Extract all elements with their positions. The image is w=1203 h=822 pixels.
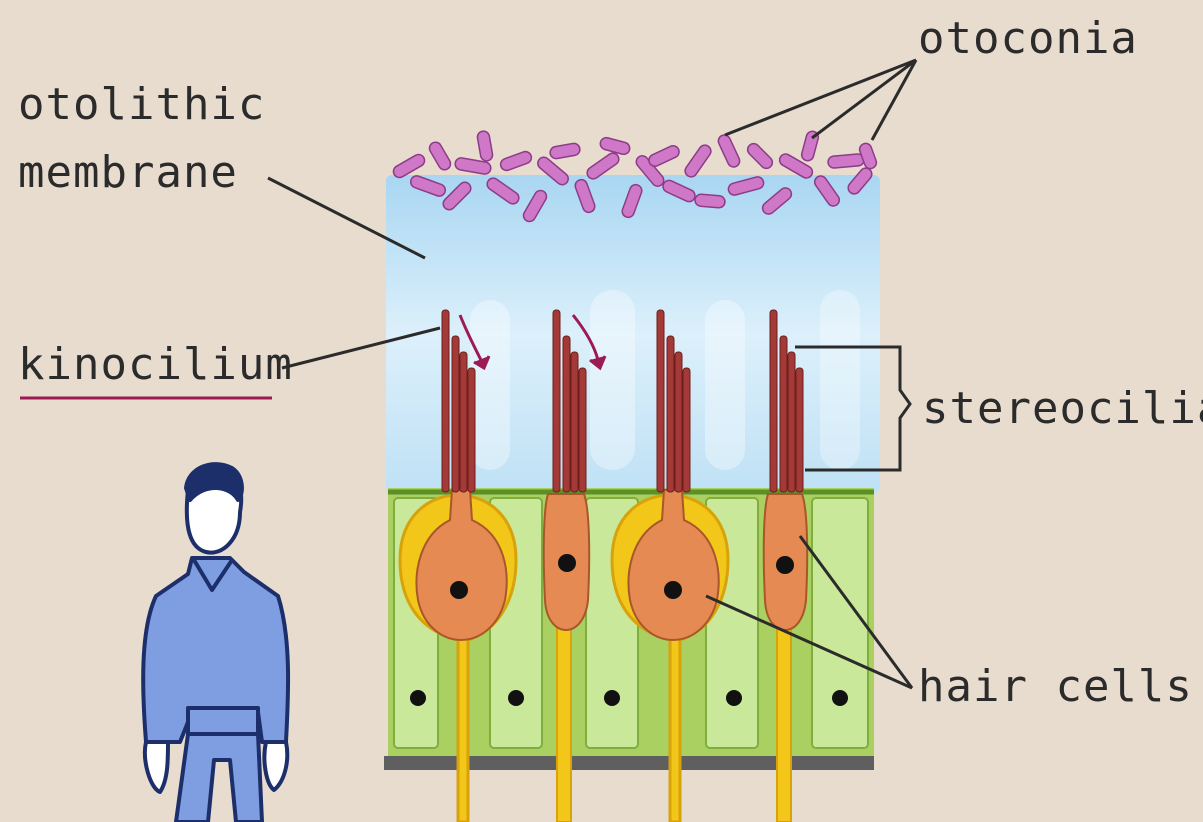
label-otoconia: otoconia [918,12,1138,66]
label-otolithic: otolithic [18,78,265,132]
label-hair-cells: hair cells [918,660,1193,714]
person-figure [143,464,288,822]
label-membrane: membrane [18,146,238,200]
label-kinocilium: kinocilium [18,338,293,392]
label-stereocilia: stereocilia [922,382,1203,436]
